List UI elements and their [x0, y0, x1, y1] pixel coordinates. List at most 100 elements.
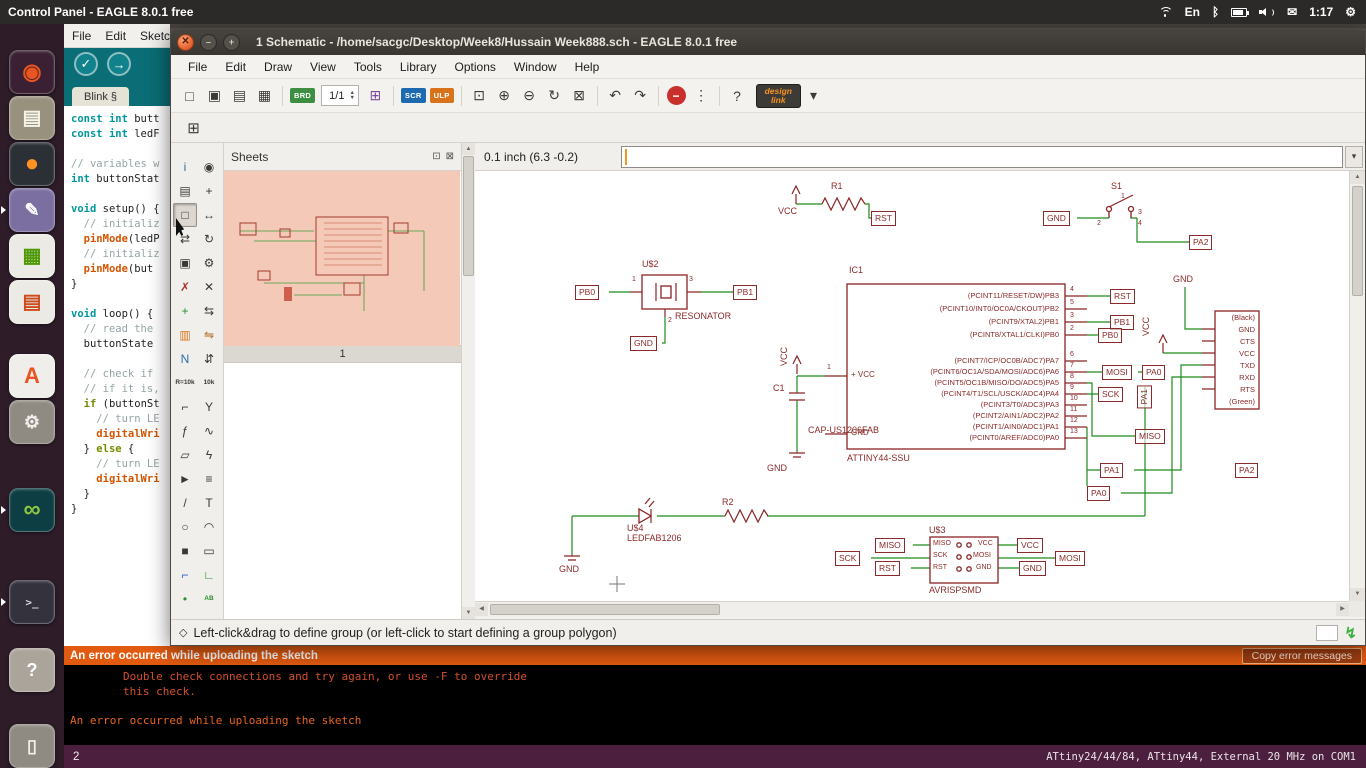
command-history-dropdown[interactable]: ▾	[1345, 145, 1363, 168]
tool-circle[interactable]: ○	[181, 520, 189, 534]
run-script-button[interactable]: SCR	[400, 88, 426, 103]
net-label-mosi[interactable]: MOSI	[1055, 551, 1085, 566]
bluetooth-icon[interactable]: ᛒ	[1211, 5, 1220, 19]
help-button[interactable]: ?	[733, 87, 741, 104]
arduino-menu-sketch[interactable]: Sketch	[140, 28, 170, 43]
net-label-rst[interactable]: RST	[1110, 289, 1135, 304]
scroll-thumb[interactable]	[490, 604, 720, 615]
tool-split[interactable]: Y	[204, 400, 213, 414]
launcher-item-system-settings[interactable]: ⚙	[9, 400, 55, 444]
eagle-menu-options[interactable]: Options	[454, 59, 496, 74]
more-button[interactable]: ⋮	[694, 87, 709, 103]
tool-optimize[interactable]: ∿	[203, 424, 215, 438]
zoom-in-button[interactable]: ⊕	[498, 87, 510, 103]
net-label-pb1[interactable]: PB1	[733, 285, 758, 300]
eagle-menu-view[interactable]: View	[310, 59, 336, 74]
net-label-miso[interactable]: MISO	[1135, 429, 1165, 444]
launcher-item-libreoffice-calc[interactable]: ▦	[9, 234, 55, 278]
arduino-verify-button[interactable]: ✓	[74, 52, 98, 76]
tool-change[interactable]: ⚙	[203, 256, 215, 270]
tool-bus[interactable]: ⌐	[181, 568, 189, 582]
command-line-input[interactable]	[621, 145, 1343, 168]
panel-close-icon[interactable]: ⊠	[445, 151, 454, 162]
launcher-item-ubuntu[interactable]: ◉	[9, 50, 55, 94]
arduino-menu-edit[interactable]: Edit	[105, 28, 127, 43]
run-ulp-button[interactable]: ULP	[429, 88, 454, 103]
scroll-up-arrow[interactable]: ▲	[462, 143, 475, 155]
redo-button[interactable]: ↷	[634, 87, 646, 103]
launcher-item-help[interactable]: ?	[9, 648, 55, 692]
eagle-menu-edit[interactable]: Edit	[225, 59, 247, 74]
eagle-menu-help[interactable]: Help	[574, 59, 600, 74]
tool-rotate[interactable]: ↻	[203, 232, 215, 246]
tool-invoke[interactable]: ƒ	[181, 424, 189, 438]
wifi-icon[interactable]	[1157, 6, 1173, 18]
net-label-rst[interactable]: RST	[871, 211, 896, 226]
power-label-vcc[interactable]: VCC	[778, 206, 798, 216]
net-label-gnd[interactable]: GND	[1019, 561, 1046, 576]
launcher-item-terminal[interactable]: >_	[1, 580, 55, 624]
tool-copy[interactable]: ▣	[179, 256, 191, 270]
net-label-sck[interactable]: SCK	[835, 551, 861, 566]
net-label-pa2[interactable]: PA2	[1235, 463, 1259, 478]
sheet-1-thumbnail[interactable]	[224, 171, 461, 346]
open-button[interactable]: □	[185, 87, 194, 104]
power-label-gnd[interactable]: GND	[559, 564, 579, 574]
tool-display[interactable]: ▤	[179, 184, 191, 198]
zoom-redraw-button[interactable]: ↻	[548, 87, 560, 103]
eagle-menu-library[interactable]: Library	[399, 59, 437, 74]
tool-replace[interactable]: ⇆	[203, 304, 215, 318]
tab-blink[interactable]: Blink §	[72, 87, 130, 106]
zoom-out-button[interactable]: ⊖	[523, 87, 535, 103]
scroll-up-arrow[interactable]: ▲	[1350, 171, 1365, 184]
tool-info[interactable]: i	[183, 160, 187, 174]
window-minimize-button[interactable]: –	[200, 33, 217, 51]
window-maximize-button[interactable]: +	[223, 33, 240, 51]
scroll-thumb[interactable]	[1352, 186, 1363, 296]
scroll-right-arrow[interactable]: ▶	[1336, 603, 1349, 616]
eagle-title-bar[interactable]: ✕ – + 1 Schematic - /home/sacgc/Desktop/…	[171, 29, 1365, 55]
modules-button[interactable]: ⊞	[369, 87, 382, 103]
launcher-item-files[interactable]: ▤	[9, 96, 55, 140]
eagle-menu-draw[interactable]: Draw	[264, 59, 293, 74]
tool-show[interactable]: ◉	[203, 160, 215, 174]
sheet-1-label[interactable]: 1	[224, 346, 461, 363]
spinner-arrows-icon[interactable]: ▲▼	[349, 89, 355, 101]
tool-junction[interactable]: •	[182, 592, 188, 606]
tool-mark[interactable]: +	[205, 184, 213, 198]
tool-rect[interactable]: ■	[181, 544, 189, 558]
tool-arrow[interactable]: ►	[179, 472, 191, 486]
tool-cut[interactable]: ✕	[203, 280, 215, 294]
net-label-sck[interactable]: SCK	[1098, 387, 1124, 402]
tool-name[interactable]: N	[180, 352, 190, 366]
net-label-pa1[interactable]: PA1	[1100, 463, 1124, 478]
tool-delete[interactable]: ✗	[179, 280, 191, 294]
eagle-menu-file[interactable]: File	[188, 59, 208, 74]
launcher-item-trash[interactable]: ▯	[9, 724, 55, 768]
net-label-rst[interactable]: RST	[875, 561, 900, 576]
sheets-scrollbar[interactable]: ▲ ▼	[461, 143, 475, 619]
scroll-down-arrow[interactable]: ▼	[1350, 588, 1365, 601]
arduino-console[interactable]: Double check connections and try again, …	[64, 665, 1366, 745]
tool-wire[interactable]: /	[183, 496, 187, 510]
power-label-gnd[interactable]: GND	[1173, 274, 1193, 284]
tool-polygon[interactable]: ▱	[180, 448, 190, 462]
power-label-gnd[interactable]: GND	[767, 463, 787, 473]
undo-button[interactable]: ↶	[609, 87, 621, 103]
save-button[interactable]: ▣	[207, 87, 222, 103]
tool-move[interactable]: ↔	[203, 208, 215, 222]
design-link-menu-button[interactable]: ▾	[809, 87, 817, 103]
arduino-upload-button[interactable]: →	[107, 52, 131, 76]
net-label-mosi[interactable]: MOSI	[1102, 365, 1132, 380]
scroll-down-arrow[interactable]: ▼	[462, 607, 475, 619]
tool-pinswap[interactable]: ⇋	[203, 328, 215, 342]
scroll-left-arrow[interactable]: ◀	[475, 603, 488, 616]
arduino-menu-file[interactable]: File	[72, 28, 92, 43]
tool-paste[interactable]: ▥	[179, 328, 191, 342]
tool-gateswap[interactable]: ⇵	[203, 352, 215, 366]
canvas-horizontal-scrollbar[interactable]: ◀ ▶	[475, 601, 1349, 617]
scroll-thumb[interactable]	[463, 156, 474, 276]
canvas-vertical-scrollbar[interactable]: ▲ ▼	[1349, 171, 1365, 601]
